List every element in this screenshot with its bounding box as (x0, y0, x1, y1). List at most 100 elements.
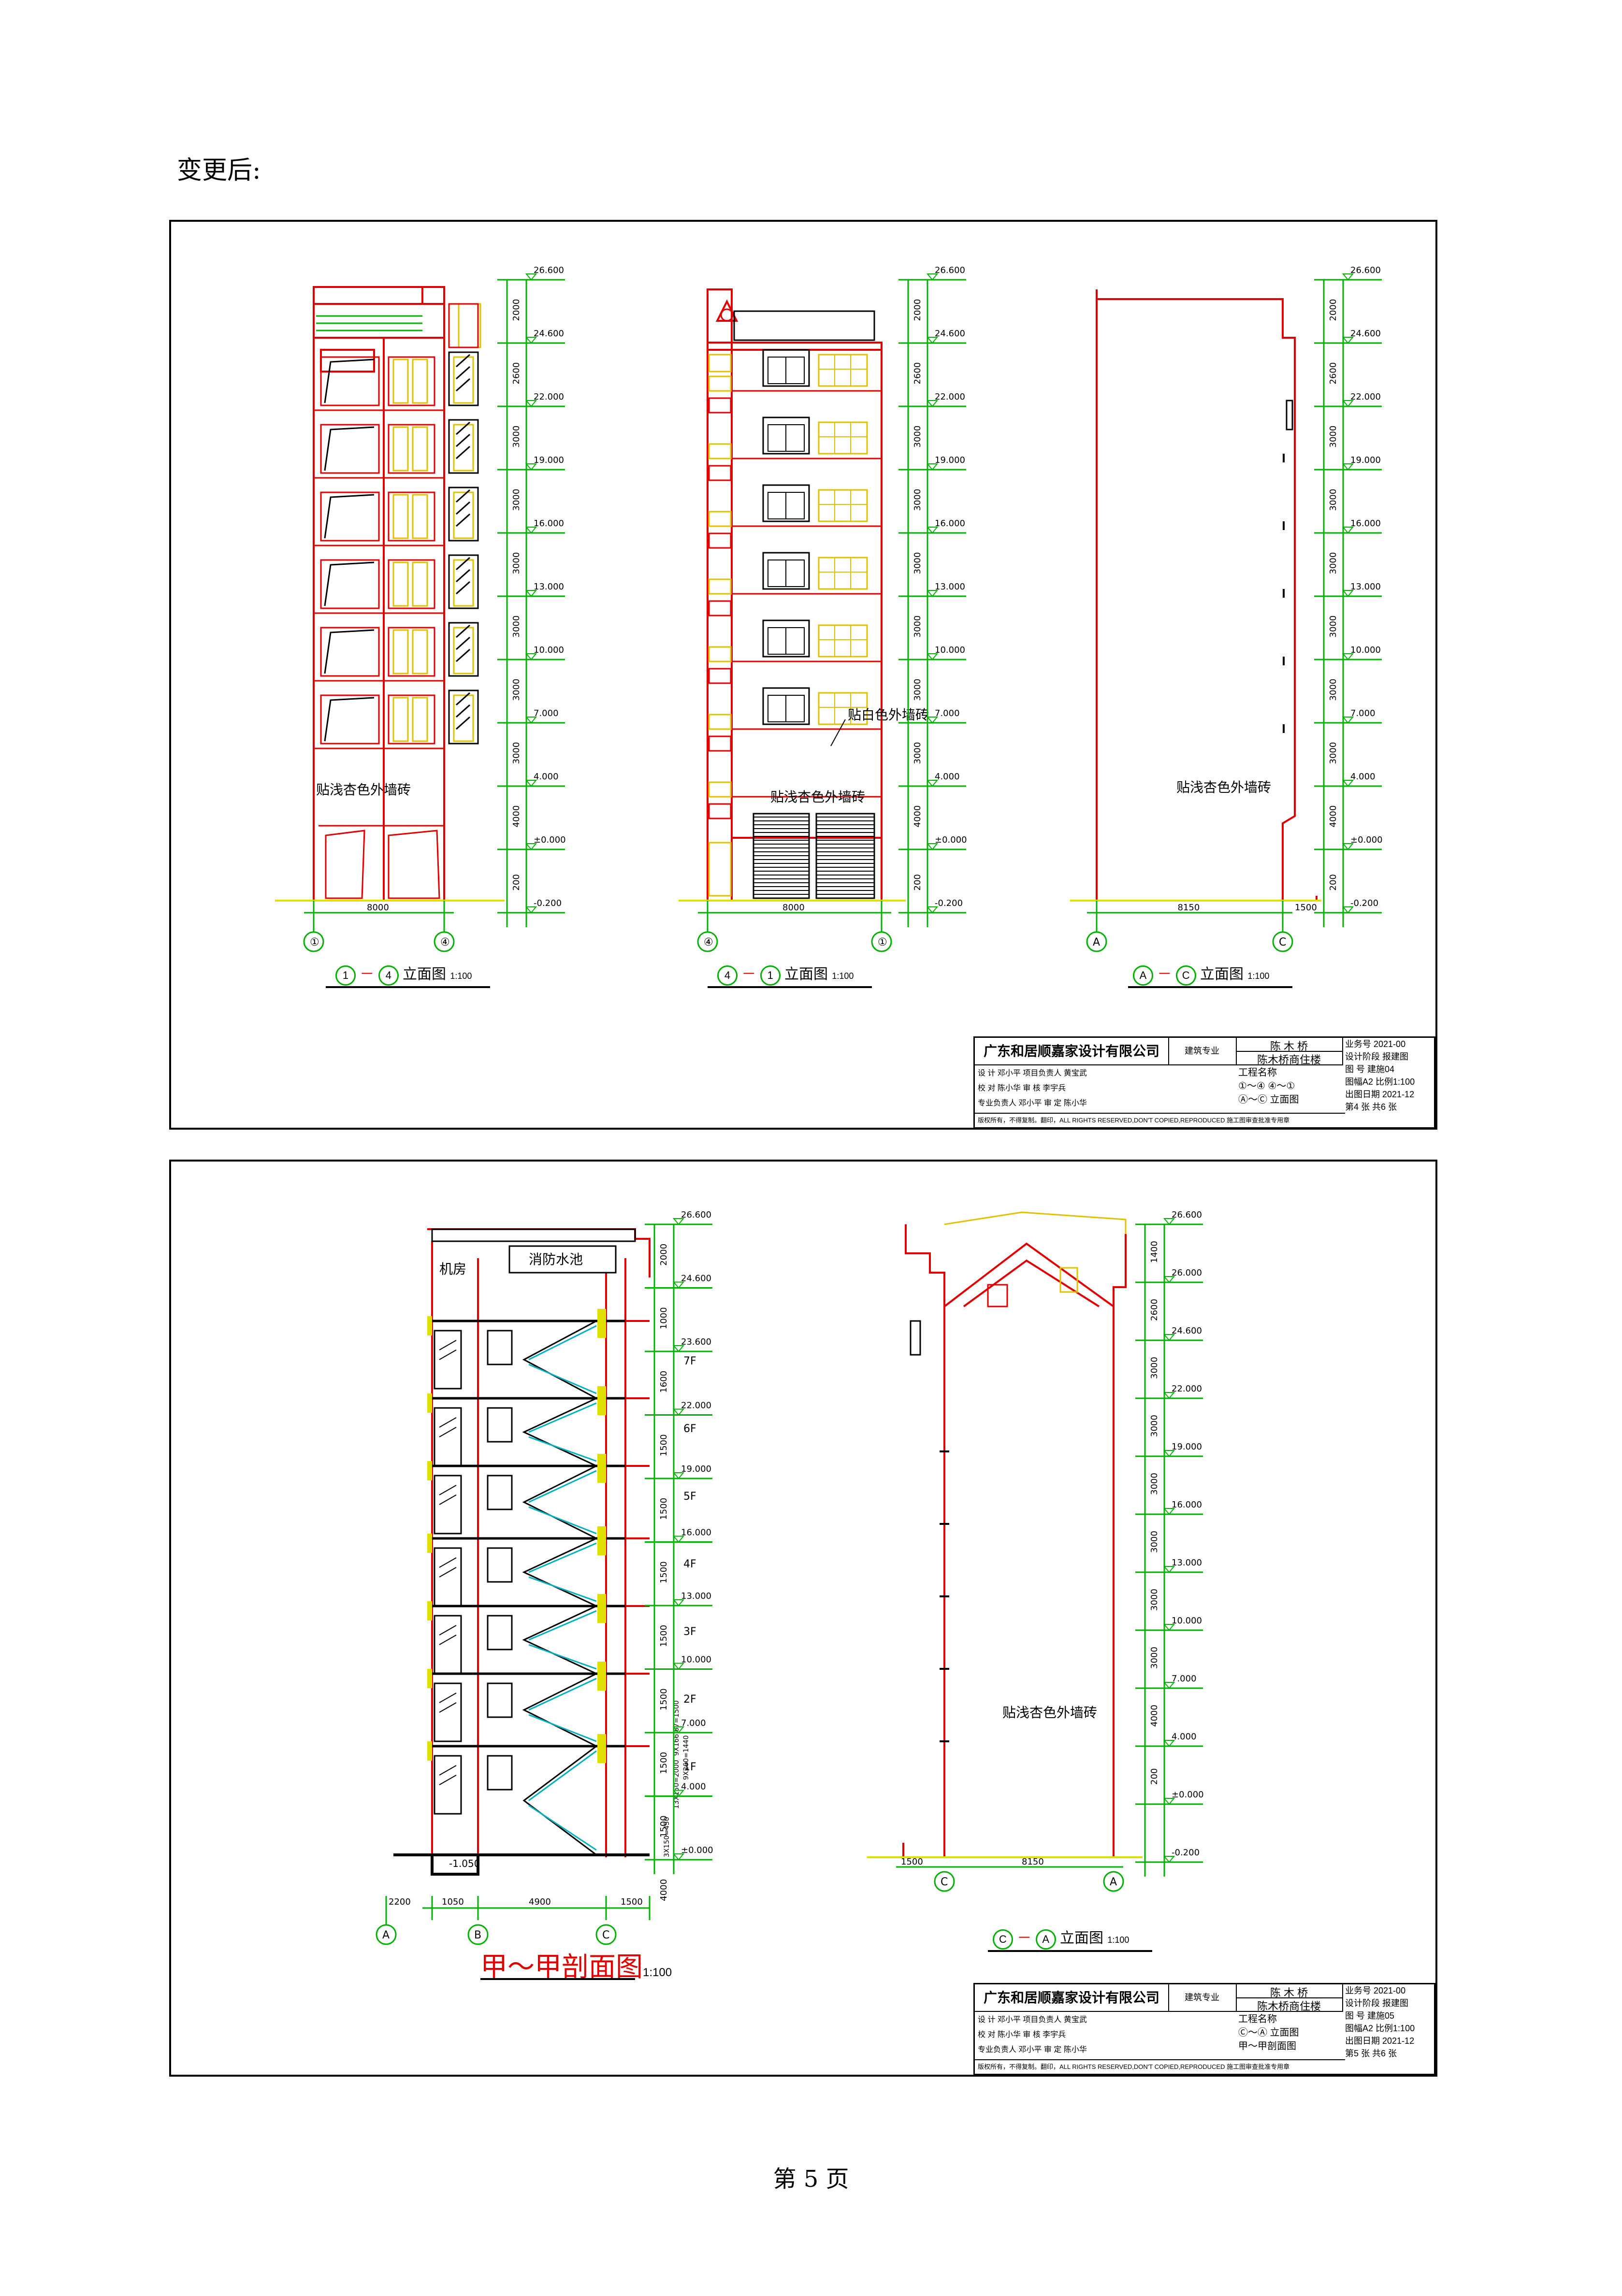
span-label: 1500 (901, 1857, 923, 1867)
dim-label: 4000 (511, 805, 521, 828)
drawing-sheet-elevations: 贴浅杏色外墙砖 贴浅杏色外墙砖 贴白色外墙砖 (169, 220, 1437, 1130)
window (388, 491, 435, 542)
project-name: 陈 木 桥 (1236, 1038, 1343, 1052)
level-label: 4.000 (935, 772, 960, 782)
axis-bubble (376, 1924, 397, 1945)
dim-label: 1400 (1149, 1241, 1159, 1263)
span-label: 1050 (442, 1897, 464, 1907)
dim-label: 1000 (659, 1307, 669, 1329)
building-name: 陈木桥商住楼 (1236, 1051, 1343, 1066)
door (487, 1615, 513, 1650)
axis-label: ① (878, 936, 887, 948)
stair-flight (522, 1605, 597, 1675)
floor-label: 2F (683, 1693, 696, 1706)
dim-label: 2600 (1149, 1299, 1159, 1321)
axis-label: ① (310, 936, 319, 948)
title-underline (326, 986, 490, 988)
level-label: 22.000 (935, 392, 965, 402)
dim-label: 2000 (511, 299, 521, 321)
span-label: 4900 (529, 1897, 551, 1907)
axis-bubble: 4 (717, 965, 738, 986)
window (762, 619, 810, 658)
level-label: -0.200 (534, 898, 562, 908)
level-label: 10.000 (681, 1655, 711, 1665)
level-label: 22.000 (1350, 392, 1381, 402)
dim-label: 4000 (1328, 805, 1338, 828)
axis-label: A (1110, 1876, 1117, 1888)
axis-label: ④ (440, 936, 450, 948)
level-label: 19.000 (681, 1464, 711, 1474)
page-heading: 变更后: (177, 156, 261, 185)
view-title-text: 立面图 (1060, 1930, 1104, 1946)
dim-label: 4000 (659, 1879, 669, 1901)
dim-label: 3000 (1149, 1647, 1159, 1669)
level-label: 22.000 (534, 392, 564, 402)
section-title: 甲～甲剖面图1:100 (480, 1952, 672, 1982)
level-label: 26.600 (935, 265, 965, 275)
axis-bubble: A (1133, 965, 1153, 986)
elevation-1-4: 贴浅杏色外墙砖 (275, 286, 505, 902)
span-label: 8150 (1022, 1857, 1044, 1867)
view-title-text: 立面图 (784, 966, 828, 982)
drawing-name: 工程名称 Ⓒ～Ⓐ 立面图 甲～甲剖面图 (1238, 2014, 1299, 2052)
level-label: 13.000 (935, 582, 965, 592)
elevation-c-a: 贴浅杏色外墙砖 (867, 1211, 1143, 1858)
floor-label: 1F (683, 1761, 696, 1773)
axis-label: C (941, 1876, 948, 1888)
window (448, 622, 479, 677)
balcony-rail (708, 714, 732, 730)
balcony-rail (708, 511, 732, 527)
view-scale: 1:100 (832, 971, 854, 981)
level-label: 13.000 (1350, 582, 1381, 592)
view-title-1-4: 1 － 4 立面图 1:100 (335, 962, 472, 986)
v2-level-ladder: 26.60024.60022.00019.00016.00013.00010.0… (898, 265, 967, 927)
dim-label: 4000 (1149, 1705, 1159, 1727)
axis-bubble (934, 1871, 955, 1892)
level-label: 10.000 (1172, 1616, 1202, 1626)
window (762, 349, 810, 387)
window (434, 1615, 462, 1675)
level-label: 24.600 (534, 329, 564, 339)
level-label: 22.000 (1172, 1384, 1202, 1394)
level-label: 19.000 (1350, 455, 1381, 465)
dim-label: 3000 (511, 679, 521, 701)
title-underline (1128, 986, 1292, 988)
dim-label: 3000 (1328, 489, 1338, 511)
level-label: 26.600 (1172, 1210, 1202, 1220)
window (818, 489, 868, 522)
axis-label: ④ (704, 936, 713, 948)
level-label: 19.000 (534, 455, 564, 465)
level-label: ±0.000 (1172, 1790, 1204, 1800)
level-label: 7.000 (534, 708, 559, 718)
level-label: 19.000 (1172, 1442, 1202, 1452)
material-note: 贴浅杏色外墙砖 (1176, 779, 1271, 795)
window (320, 559, 380, 609)
balcony-rail (708, 578, 732, 595)
title-underline (988, 1950, 1152, 1952)
stair-note: 9X166.67=1500 (673, 1700, 681, 1756)
window (762, 484, 810, 522)
machine-room-label: 机房 (439, 1261, 466, 1277)
window (388, 356, 435, 406)
elevation-4-1: 贴浅杏色外墙砖 贴白色外墙砖 (679, 288, 929, 902)
company-name: 广东和居顺嘉家设计有限公司 (975, 1038, 1169, 1065)
door (487, 1407, 513, 1443)
view-title-c-a: C － A 立面图 1:100 (993, 1926, 1129, 1950)
stair-flight (522, 1673, 597, 1747)
level-label: 16.000 (1172, 1500, 1202, 1510)
elevation-a-c: 贴浅杏色外墙砖 (1070, 289, 1321, 902)
dim-label: 200 (1328, 874, 1338, 890)
dim-label: 3000 (912, 616, 923, 638)
window (434, 1755, 462, 1815)
window (320, 424, 380, 474)
section-drawing: 消防水池 机房 7F6F5F4F3F2F1F13X150=20009X166.6… (393, 1228, 696, 1876)
dim-label: 3000 (1328, 679, 1338, 701)
level-label: 7.000 (935, 708, 960, 718)
axis-bubble: A (1035, 1929, 1056, 1950)
title-block-right: 业务号 2021-00 设计阶段 报建图 图 号 建施04 图幅A2 比例1:1… (1345, 1039, 1415, 1112)
level-label: 13.000 (681, 1591, 711, 1601)
level-label: 22.000 (681, 1401, 711, 1411)
floor-label: 3F (683, 1626, 696, 1638)
axis-bubble (434, 931, 455, 952)
stair-flight (522, 1465, 597, 1539)
